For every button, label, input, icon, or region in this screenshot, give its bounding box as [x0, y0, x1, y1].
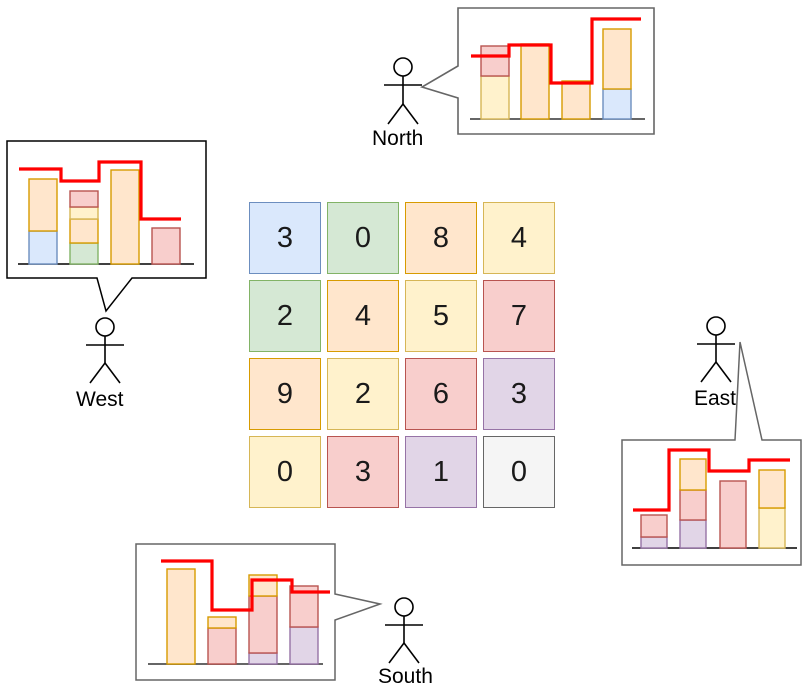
chart-west [18, 160, 194, 265]
stick-figure-west-icon [86, 317, 124, 384]
grid-cell-14[interactable]: 1 [405, 436, 477, 508]
grid-cell-0[interactable]: 3 [249, 202, 321, 274]
grid-cell-4[interactable]: 2 [249, 280, 321, 352]
stick-figure-south-icon [385, 597, 423, 664]
grid-cell-3[interactable]: 4 [483, 202, 555, 274]
persona-west[interactable] [6, 140, 207, 384]
chart-east-threshold-line [633, 448, 790, 512]
grid-cell-13[interactable]: 3 [327, 436, 399, 508]
grid-cell-8[interactable]: 9 [249, 358, 321, 430]
chart-south [148, 559, 330, 665]
stick-figure-east-icon [697, 316, 735, 383]
persona-label-west: West [76, 388, 124, 411]
grid-cell-11[interactable]: 3 [483, 358, 555, 430]
chart-west-threshold-line [19, 160, 181, 221]
grid-cell-15[interactable]: 0 [483, 436, 555, 508]
grid-cell-9[interactable]: 2 [327, 358, 399, 430]
chart-east [632, 448, 797, 549]
persona-south[interactable] [135, 543, 423, 681]
grid-cell-7[interactable]: 7 [483, 280, 555, 352]
persona-label-north: North [372, 127, 424, 150]
persona-label-east: East [694, 387, 737, 410]
persona-north[interactable] [384, 7, 655, 135]
grid-cell-6[interactable]: 5 [405, 280, 477, 352]
grid-cell-1[interactable]: 0 [327, 202, 399, 274]
persona-east[interactable] [621, 316, 802, 566]
stick-figure-north-icon [384, 57, 422, 125]
chart-north-threshold-line [471, 17, 641, 85]
chart-south-threshold-line [161, 559, 330, 612]
chart-north [470, 17, 645, 120]
persona-label-south: South [378, 665, 433, 688]
grid-cell-2[interactable]: 8 [405, 202, 477, 274]
grid-cell-10[interactable]: 6 [405, 358, 477, 430]
grid-cell-12[interactable]: 0 [249, 436, 321, 508]
grid-cell-5[interactable]: 4 [327, 280, 399, 352]
